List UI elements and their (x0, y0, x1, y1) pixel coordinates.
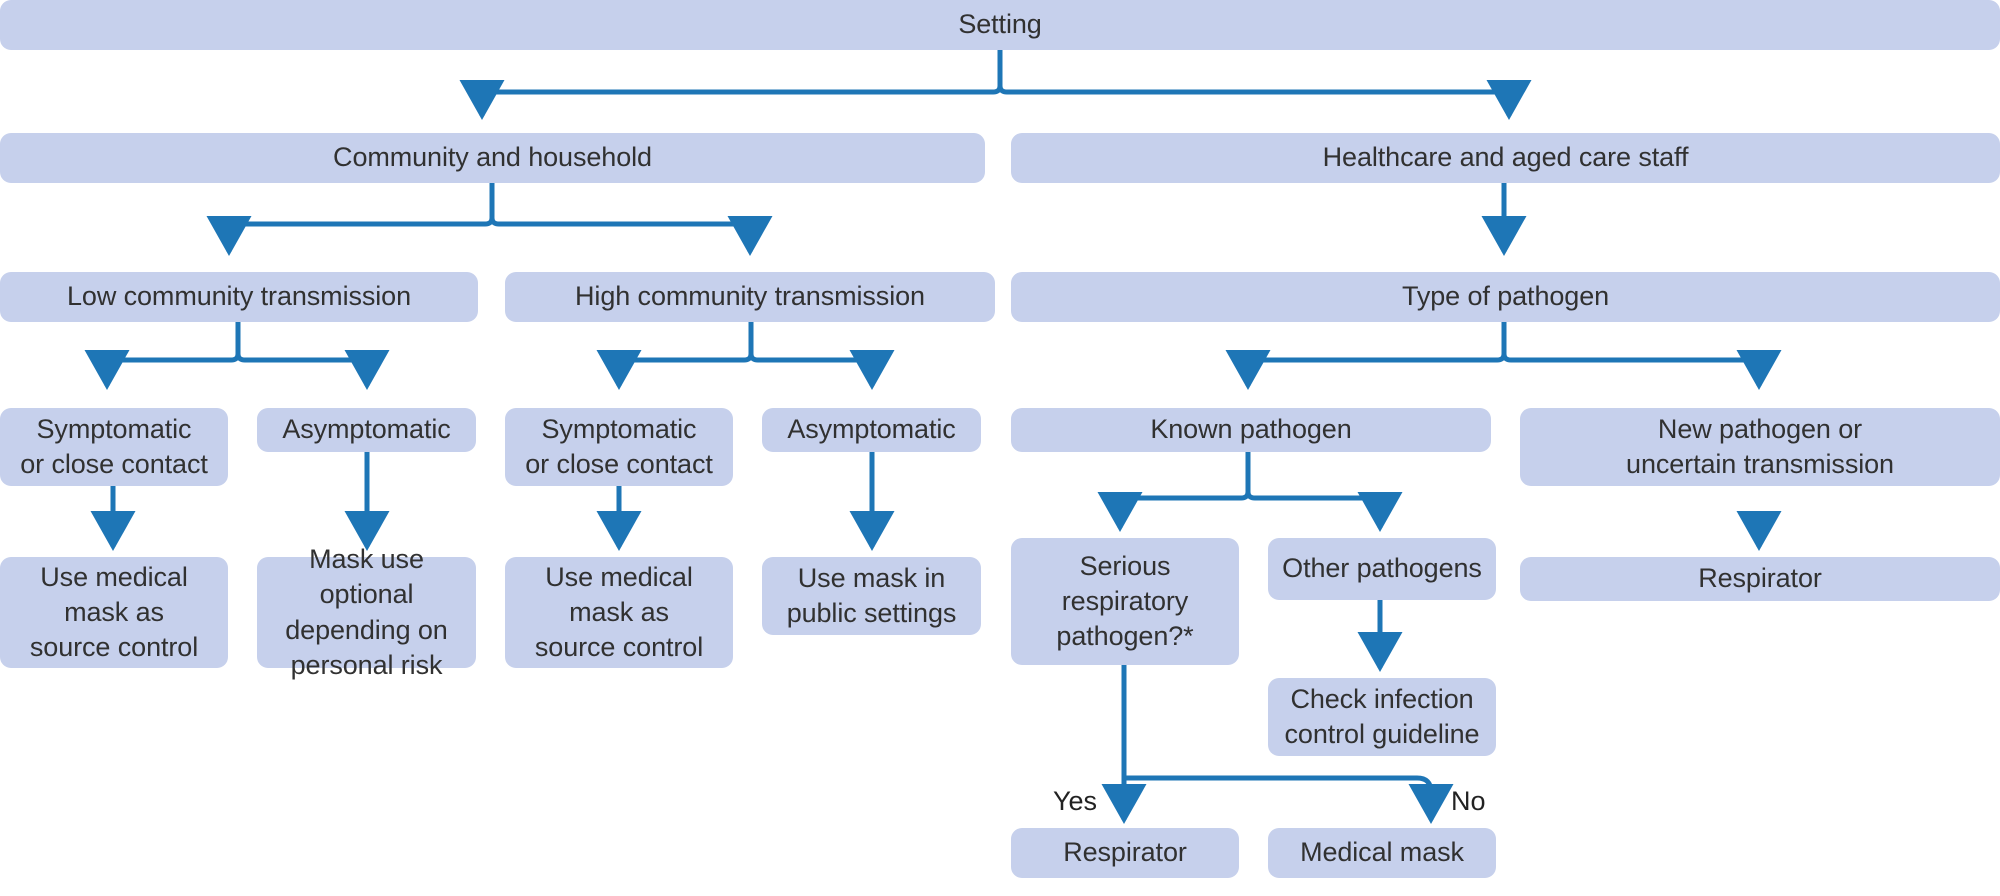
node-known-pathogen[interactable]: Known pathogen (1011, 408, 1491, 452)
node-high-asymptomatic-label: Asymptomatic (787, 414, 956, 445)
node-yes-respirator-label: Respirator (1063, 837, 1187, 868)
node-low-community-transmission-label: Low community transmission (66, 281, 411, 312)
node-low-asymptomatic-action[interactable]: Mask use optional depending on personal … (257, 544, 476, 680)
node-healthcare-and-aged-care-staff[interactable]: Healthcare and aged care staff (1011, 133, 2000, 183)
node-other-pathogens[interactable]: Other pathogens (1268, 538, 1496, 600)
node-new-pathogen-respirator-label: Respirator (1698, 563, 1822, 594)
node-new-pathogen-or-uncertain-transmission[interactable]: New pathogen or uncertain transmission (1520, 408, 2000, 486)
node-setting[interactable]: Setting (0, 0, 2000, 50)
node-community-and-household[interactable]: Community and household (0, 133, 985, 183)
node-new-pathogen-respirator[interactable]: Respirator (1520, 557, 2000, 601)
node-low-symptomatic-or-close-contact-label: Symptomatic or close contact (20, 413, 208, 479)
node-type-of-pathogen[interactable]: Type of pathogen (1011, 272, 2000, 322)
node-no-medical-mask[interactable]: Medical mask (1268, 828, 1496, 878)
node-high-community-transmission[interactable]: High community transmission (505, 272, 995, 322)
node-other-pathogens-label: Other pathogens (1282, 553, 1482, 584)
edge-label-no: No (1451, 786, 1486, 816)
node-community-and-household-label: Community and household (333, 142, 652, 173)
node-type-of-pathogen-label: Type of pathogen (1401, 281, 1610, 312)
node-check-infection-control-guideline-label: Check infection control guideline (1284, 683, 1480, 749)
node-no-medical-mask-label: Medical mask (1300, 837, 1464, 868)
node-low-community-transmission[interactable]: Low community transmission (0, 272, 478, 322)
node-high-symptomatic-action[interactable]: Use medical mask as source control (505, 557, 733, 668)
edge-label-yes: Yes (1053, 786, 1098, 816)
node-low-symptomatic-action[interactable]: Use medical mask as source control (0, 557, 228, 668)
node-high-asymptomatic-action[interactable]: Use mask in public settings (762, 557, 981, 635)
node-healthcare-and-aged-care-staff-label: Healthcare and aged care staff (1322, 142, 1689, 173)
node-low-symptomatic-action-label: Use medical mask as source control (29, 561, 199, 663)
node-check-infection-control-guideline[interactable]: Check infection control guideline (1268, 678, 1496, 756)
node-known-pathogen-label: Known pathogen (1150, 414, 1352, 445)
node-high-community-transmission-label: High community transmission (575, 281, 925, 312)
node-low-symptomatic-or-close-contact[interactable]: Symptomatic or close contact (0, 408, 228, 486)
node-high-symptomatic-or-close-contact[interactable]: Symptomatic or close contact (505, 408, 733, 486)
node-new-pathogen-or-uncertain-transmission-label: New pathogen or uncertain transmission (1626, 413, 1894, 479)
node-high-symptomatic-or-close-contact-label: Symptomatic or close contact (525, 413, 713, 479)
node-yes-respirator[interactable]: Respirator (1011, 828, 1239, 878)
node-high-asymptomatic[interactable]: Asymptomatic (762, 408, 981, 452)
node-low-asymptomatic-action-label: Mask use optional depending on personal … (285, 544, 448, 680)
node-serious-respiratory-pathogen[interactable]: Serious respiratory pathogen?* (1011, 538, 1239, 665)
node-low-asymptomatic[interactable]: Asymptomatic (257, 408, 476, 452)
node-high-asymptomatic-action-label: Use mask in public settings (786, 562, 957, 628)
node-setting-label: Setting (958, 9, 1042, 40)
node-high-symptomatic-action-label: Use medical mask as source control (534, 561, 704, 663)
node-low-asymptomatic-label: Asymptomatic (282, 414, 451, 445)
node-serious-respiratory-pathogen-label: Serious respiratory pathogen?* (1056, 550, 1194, 652)
